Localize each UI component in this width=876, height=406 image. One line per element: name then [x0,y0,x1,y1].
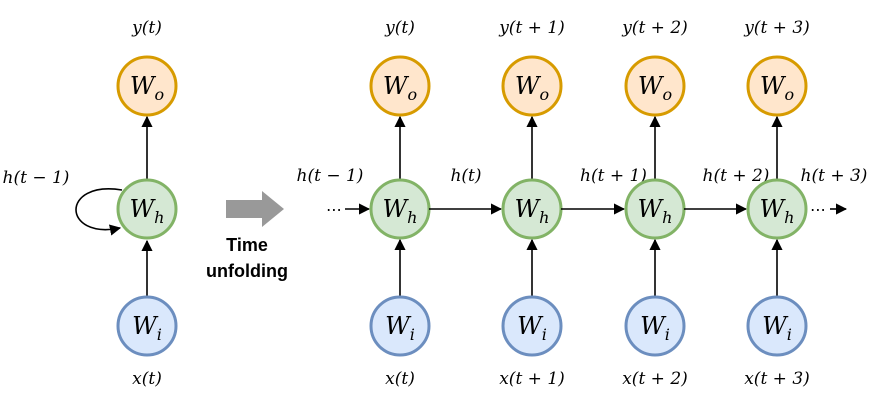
step-input-node-label: Wi [640,312,670,344]
step-output-node: Wo [369,55,431,117]
step-input-node-label: Wi [762,312,792,344]
step-x-label: x(t + 1) [499,369,565,389]
step-input-node: Wi [369,295,431,357]
step-input-node: Wi [501,295,563,357]
time-unfolding-arrow [226,191,284,227]
folded-recurrent-label: h(t − 1) [3,168,70,188]
step-x-label: x(t + 3) [744,369,810,389]
step-output-node-label: Wo [638,72,672,104]
step-input-node-circle [624,295,686,357]
input-node-label: Wi [132,312,162,344]
step-output-node-circle [501,55,563,117]
step-input-node-label: Wi [385,312,415,344]
step-output-node-label: Wo [383,72,417,104]
step-output-node: Wo [624,55,686,117]
step-hidden-out-label: h(t + 2) [703,166,770,186]
step-hidden-node-label: Wh [638,195,673,227]
output-node-label: Wo [130,72,164,104]
step-hidden-node-label: Wh [383,195,418,227]
step-y-label: y(t + 3) [743,18,810,38]
step-output-node: Wo [501,55,563,117]
step-y-label: y(t + 2) [621,18,688,38]
step-hidden-node: Wh [369,178,431,240]
step-output-node-label: Wo [515,72,549,104]
step-input-node: Wi [746,295,808,357]
step-input-node-circle [501,295,563,357]
step-input-node-circle [746,295,808,357]
step-hidden-node-label: Wh [515,195,550,227]
step-hidden-out-label: h(t + 1) [580,166,647,186]
time-unfolding-caption-line2: unfolding [206,261,288,281]
step-input-node-circle [369,295,431,357]
step-hidden-node-circle [746,178,808,240]
step-hidden-out-label: h(t) [450,166,481,186]
folded-recurrent-loop-arrow [75,188,123,236]
input-node-circle [116,295,178,357]
step-output-node-label: Wo [760,72,794,104]
step-hidden-node: Wh [624,178,686,240]
output-node-circle [116,55,178,117]
step-hidden-node: Wh [746,178,808,240]
time-unfolding-transition: Time unfolding [206,191,288,281]
step-y-label: y(t + 1) [498,18,565,38]
hidden-node-circle [116,178,178,240]
step-x-label: x(t) [385,369,415,389]
step-y-label: y(t) [384,18,415,38]
step-hidden-out-label: h(t + 3) [801,166,868,186]
folded-input-node: Wi [116,295,178,357]
folded-x-label: x(t) [132,369,162,389]
folded-rnn: y(t) Wo h(t − 1) Wh Wi x(t) [3,18,178,389]
step-output-node: Wo [746,55,808,117]
folded-hidden-node: Wh [116,178,178,240]
hidden-node-label: Wh [130,195,165,227]
unfolded-incoming-label: h(t − 1) [297,166,364,186]
step-output-node-circle [746,55,808,117]
step-hidden-node: Wh [501,178,563,240]
unfolded-leading-ellipsis: ⋯ [326,200,342,219]
step-hidden-node-label: Wh [760,195,795,227]
step-output-node-circle [624,55,686,117]
step-input-node: Wi [624,295,686,357]
step-input-node-label: Wi [517,312,547,344]
folded-y-label: y(t) [131,18,162,38]
unfolded-trailing-ellipsis: ⋯ [810,200,826,219]
step-output-node-circle [369,55,431,117]
step-x-label: x(t + 2) [622,369,688,389]
time-unfolding-caption-line1: Time [226,235,268,255]
folded-output-node: Wo [116,55,178,117]
